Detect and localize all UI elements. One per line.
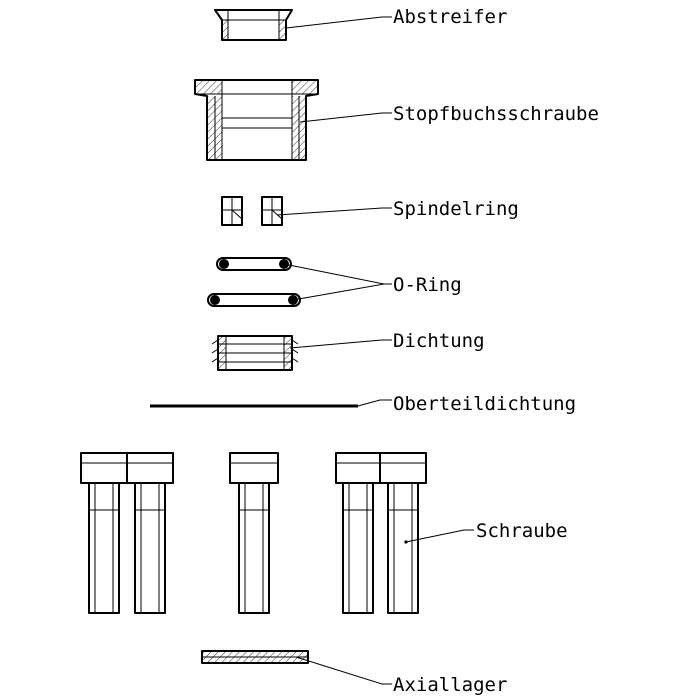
label-schraube: Schraube — [476, 520, 568, 542]
o-ring-upper-part — [216, 257, 292, 271]
schraube-part-3 — [229, 452, 279, 614]
label-o-ring: O-Ring — [393, 274, 462, 296]
schraube-part-5 — [379, 452, 427, 614]
label-spindelring: Spindelring — [393, 198, 519, 220]
o-ring-lower-part — [207, 293, 301, 307]
label-oberteildichtung: Oberteildichtung — [393, 393, 576, 415]
leader-lines — [276, 16, 474, 685]
axiallager-part — [201, 650, 309, 664]
schraube-part-4 — [335, 452, 381, 614]
stopfbuchsschraube-part — [194, 79, 319, 161]
label-axiallager: Axiallager — [393, 674, 507, 696]
label-abstreifer: Abstreifer — [393, 6, 507, 28]
abstreifer-part — [214, 9, 293, 41]
label-stopfbuchsschraube: Stopfbuchsschraube — [393, 103, 599, 125]
label-dichtung: Dichtung — [393, 330, 485, 352]
dichtung-part — [211, 335, 299, 371]
schraube-part-2 — [126, 452, 174, 614]
schraube-part-1 — [80, 452, 128, 614]
spindelring-part — [221, 196, 283, 226]
